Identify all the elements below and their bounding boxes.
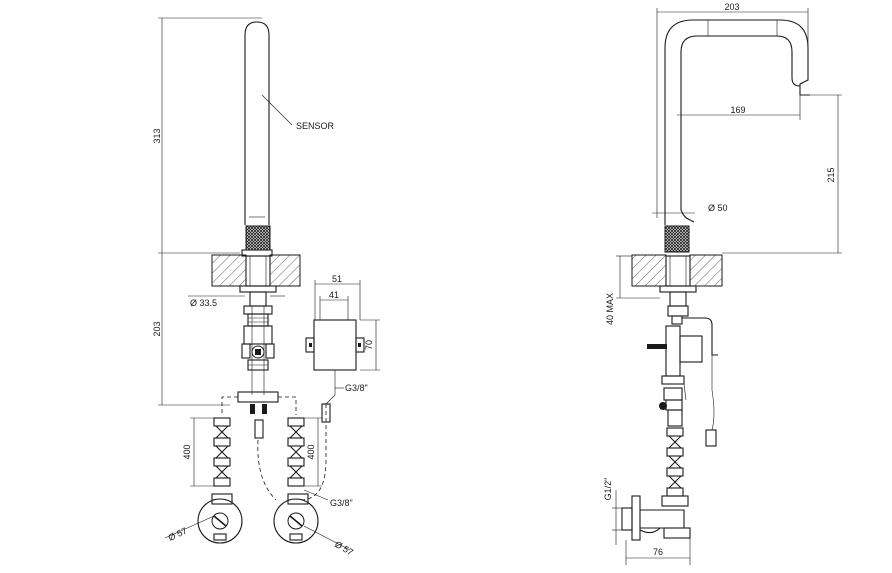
dim-400-right: 400 [306, 444, 316, 459]
front-control-box [305, 319, 365, 423]
front-view: SENSOR 313 203 Ø 33.5 51 41 70 G3/8" 400… [152, 17, 380, 557]
thread-g12: G1/2" [603, 478, 613, 501]
dim-203-front: 203 [152, 321, 162, 336]
dim-40-max: 40 MAX [605, 293, 615, 325]
side-under-counter-assembly [647, 285, 718, 447]
dim-169: 169 [730, 105, 745, 115]
dim-dia-50: Ø 50 [708, 203, 728, 213]
dim-dia-57-right: Ø 57 [333, 539, 355, 557]
dim-dia-33-5: Ø 33.5 [190, 298, 217, 308]
front-right-flex-hose [287, 417, 305, 487]
side-knurled-ring [664, 225, 690, 253]
dim-dia-57-left: Ø 57 [167, 526, 189, 543]
dim-76: 76 [653, 547, 663, 557]
side-spout [664, 19, 810, 253]
dim-400-left: 400 [182, 444, 192, 459]
front-hoses [221, 396, 327, 501]
front-under-counter-assembly [237, 285, 279, 439]
dim-70: 70 [364, 340, 374, 350]
dim-215: 215 [826, 167, 836, 182]
front-knurled-ring [245, 225, 271, 251]
side-dimensions [612, 8, 842, 565]
front-left-stop-valve [197, 493, 243, 544]
front-left-flex-hose [213, 417, 231, 487]
sensor-label: SENSOR [296, 121, 335, 131]
side-stop-valve [621, 495, 691, 541]
side-flex-hose [666, 427, 684, 497]
front-dimensions [158, 17, 380, 551]
dim-313: 313 [152, 128, 162, 143]
front-right-stop-valve [273, 493, 319, 544]
thread-g38-top: G3/8" [345, 383, 368, 393]
dim-203-side: 203 [724, 2, 739, 12]
side-view: 203 169 215 Ø 50 40 MAX G1/2" 76 [603, 2, 842, 565]
side-countertop [631, 254, 723, 287]
thread-g38-bottom: G3/8" [330, 498, 353, 508]
front-spout [241, 21, 273, 257]
dim-41: 41 [329, 290, 339, 300]
front-countertop [211, 254, 301, 287]
dim-51: 51 [332, 274, 342, 284]
